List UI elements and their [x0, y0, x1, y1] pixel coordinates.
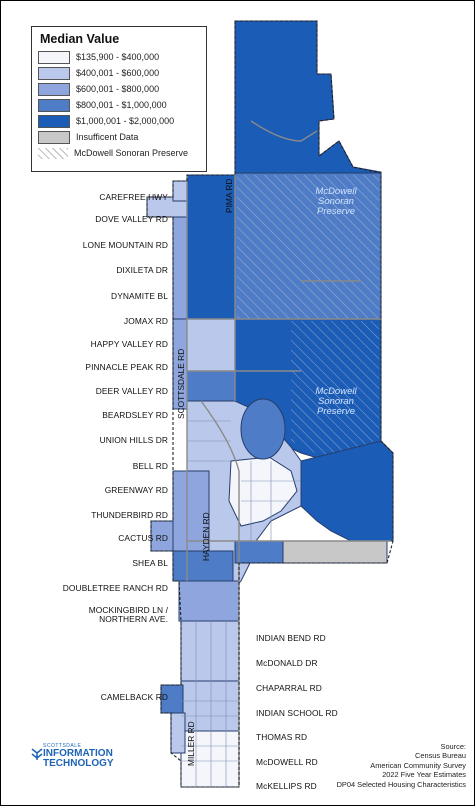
road-label-thomas: THOMAS RD — [256, 732, 308, 742]
tract-south-edge — [170, 712, 186, 754]
road-label-pinnacle-peak: PINNACLE PEAK RD — [85, 362, 168, 372]
legend-item: $800,001 - $1,000,000 — [38, 97, 200, 113]
city-boundary — [146, 20, 394, 788]
road-label-mockingbird: MOCKINGBIRD LN / — [88, 605, 168, 615]
tract-shea-gray — [282, 540, 388, 564]
map-legend: Median Value $135,900 - $400,000 $400,00… — [31, 26, 207, 172]
road-label-dynamite: DYNAMITE BL — [111, 291, 168, 301]
road-label-dixileta: DIXILETA DR — [116, 265, 168, 275]
road-label-mckellips: McKELLIPS RD — [256, 781, 317, 791]
road-label-scottsdale: SCOTTSDALE RD — [176, 348, 186, 419]
tract-south-white — [180, 730, 240, 788]
road-label-dove-valley: DOVE VALLEY RD — [95, 214, 168, 224]
tract-carefree — [172, 180, 188, 202]
road-label-union-hills: UNION HILLS DR — [99, 435, 168, 445]
legend-title: Median Value — [40, 32, 120, 46]
road-label-shea: SHEA BL — [132, 558, 168, 568]
road-label-chaparral: CHAPARRAL RD — [256, 683, 322, 693]
tract-shea-midblue — [234, 540, 284, 564]
tract-deer-valley — [186, 370, 236, 402]
legend-label: $600,001 - $800,000 — [76, 84, 160, 94]
legend-item: $600,001 - $800,000 — [38, 81, 200, 97]
road-label-jomax: JOMAX RD — [123, 316, 168, 326]
legend-item: $135,900 - $400,000 — [38, 49, 200, 65]
legend-item: $1,000,001 - $2,000,000 — [38, 113, 200, 129]
road-label-pima: PIMA RD — [224, 178, 234, 213]
legend-swatch — [38, 98, 70, 112]
source-line: American Community Survey — [370, 760, 466, 770]
road-label-miller: MILLER RD — [186, 721, 196, 766]
legend-label: $800,001 - $1,000,000 — [76, 100, 167, 110]
tract-happy-valley — [186, 318, 236, 372]
legend-label: $1,000,001 - $2,000,000 — [76, 116, 175, 126]
source-line: 2022 Five Year Estimates — [382, 770, 466, 780]
logo-line2: TECHNOLOGY — [43, 758, 114, 769]
preserve-label-south: McDowell Sonoran Preserve — [315, 386, 357, 417]
road-label-doubletree: DOUBLETREE RANCH RD — [62, 583, 168, 593]
legend-label: Insufficent Data — [76, 132, 139, 142]
logo-line1: INFORMATION — [43, 748, 113, 759]
tract-south-light — [180, 620, 240, 682]
source-note: Source: Census Bureau American Community… — [337, 742, 466, 789]
road-label-northern: NORTHERN AVE. — [99, 614, 168, 624]
legend-hatch-swatch — [38, 147, 68, 159]
legend-swatch — [38, 130, 70, 144]
tract-center-white — [228, 456, 298, 527]
road-label-camelback: CAMELBACK RD — [100, 692, 168, 702]
tract-north-arm — [234, 20, 382, 174]
tract-south-mid — [180, 680, 240, 732]
legend-swatch — [38, 50, 70, 64]
legend-label: McDowell Sonoran Preserve — [74, 148, 189, 158]
road-label-cactus: CACTUS RD — [118, 533, 168, 543]
legend-swatch — [38, 66, 70, 80]
road-label-mcdonald: McDONALD DR — [256, 658, 318, 668]
road-label-greenway: GREENWAY RD — [104, 485, 168, 495]
road-label-bell: BELL RD — [132, 461, 168, 471]
source-line: DP04 Selected Housing Characteristics — [336, 779, 466, 789]
road-label-indian-bend: INDIAN BEND RD — [256, 633, 326, 643]
preserve-hatch-south — [291, 321, 379, 461]
road-label-happy-valley: HAPPY VALLEY RD — [90, 339, 168, 349]
legend-item: McDowell Sonoran Preserve — [38, 145, 200, 161]
legend-swatch — [38, 82, 70, 96]
tract-lone-mtn — [172, 216, 188, 320]
road-label-indian-school: INDIAN SCHOOL RD — [256, 708, 338, 718]
tract-round-dark — [240, 398, 286, 460]
street-grid — [181, 420, 301, 787]
preserve-label-north: McDowell Sonoran Preserve — [315, 186, 357, 217]
road-label-beardsley: BEARDSLEY RD — [102, 410, 168, 420]
logo-arrows-icon — [31, 748, 43, 760]
legend-item: Insufficent Data — [38, 129, 200, 145]
road-label-lone-mountain: LONE MOUNTAIN RD — [82, 240, 168, 250]
logo-small-text: SCOTTSDALE — [43, 743, 82, 749]
legend-item: $400,001 - $600,000 — [38, 65, 200, 81]
tract-shea-west — [172, 550, 234, 582]
road-label-hayden: HAYDEN RD — [201, 512, 211, 561]
road-label-thunderbird: THUNDERBIRD RD — [91, 510, 168, 520]
legend-label: $400,001 - $600,000 — [76, 68, 160, 78]
road-label-carefree: CAREFREE HWY — [99, 192, 168, 202]
road-label-mcdowell: McDOWELL RD — [256, 757, 318, 767]
road-label-deer-valley: DEER VALLEY RD — [95, 386, 168, 396]
tract-doubletree — [178, 580, 240, 622]
it-logo: SCOTTSDALE INFORMATION TECHNOLOGY — [31, 743, 131, 769]
source-line: Source: — [440, 741, 466, 751]
legend-swatch — [38, 114, 70, 128]
source-line: Census Bureau — [415, 751, 466, 761]
legend-label: $135,900 - $400,000 — [76, 52, 160, 62]
